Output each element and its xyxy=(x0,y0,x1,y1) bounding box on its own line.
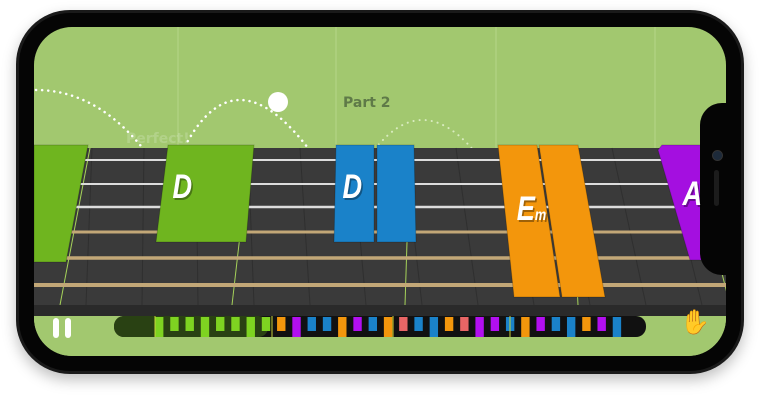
chord-label: A xyxy=(682,175,703,213)
timeline-note xyxy=(307,317,316,331)
timeline-note xyxy=(444,317,454,331)
timeline-note xyxy=(460,317,469,331)
timeline-note xyxy=(231,317,240,331)
timeline-note xyxy=(612,317,622,337)
timeline-note xyxy=(277,317,286,331)
chord-label: D xyxy=(172,168,193,206)
section-label: Part 2 xyxy=(343,95,391,111)
timeline-note xyxy=(429,317,439,337)
fretboard-edge xyxy=(34,305,726,316)
speaker-grille xyxy=(714,170,719,206)
chord-label: Em xyxy=(516,190,547,228)
fret-line xyxy=(59,147,91,306)
timeline-note xyxy=(216,317,225,331)
timeline-note xyxy=(597,317,606,331)
chord-block xyxy=(333,144,375,243)
timeline-note xyxy=(261,317,271,331)
timeline-note xyxy=(353,317,362,331)
chord-block xyxy=(538,144,606,298)
timeline-note xyxy=(338,317,347,337)
timeline-note xyxy=(322,317,332,331)
timeline-note xyxy=(292,317,301,337)
fret-line xyxy=(611,147,647,306)
fret-line xyxy=(299,147,311,306)
timeline-note xyxy=(246,317,255,337)
fret-line xyxy=(85,147,93,306)
timeline-note xyxy=(155,317,164,337)
fret-line xyxy=(455,147,479,306)
chord-label: D xyxy=(342,168,363,206)
pause-icon xyxy=(53,318,59,338)
timeline-note xyxy=(582,317,591,331)
timeline-note xyxy=(566,317,576,337)
timeline-note xyxy=(490,317,500,331)
chord-block xyxy=(155,144,255,243)
timeline-note xyxy=(521,317,530,337)
timeline-note xyxy=(399,317,408,331)
timeline-note xyxy=(368,317,378,331)
timeline-note xyxy=(536,317,545,331)
fret-line xyxy=(141,147,145,306)
camera-icon xyxy=(712,150,723,161)
bouncing-ball xyxy=(268,92,288,112)
timeline-note xyxy=(170,317,179,331)
chord-block xyxy=(34,144,89,263)
timeline-note xyxy=(551,317,561,331)
timeline-note xyxy=(414,317,423,331)
timeline-note xyxy=(475,317,484,337)
chord-block xyxy=(657,144,706,261)
pause-button[interactable] xyxy=(53,318,75,338)
chord-block xyxy=(497,144,561,298)
chord-block xyxy=(376,144,417,243)
timeline-note xyxy=(383,317,393,337)
timeline-note xyxy=(200,317,210,337)
hand-icon[interactable]: ✋ xyxy=(680,308,710,336)
timeline-note xyxy=(185,317,194,331)
feedback-text: Perfect! xyxy=(126,131,190,147)
